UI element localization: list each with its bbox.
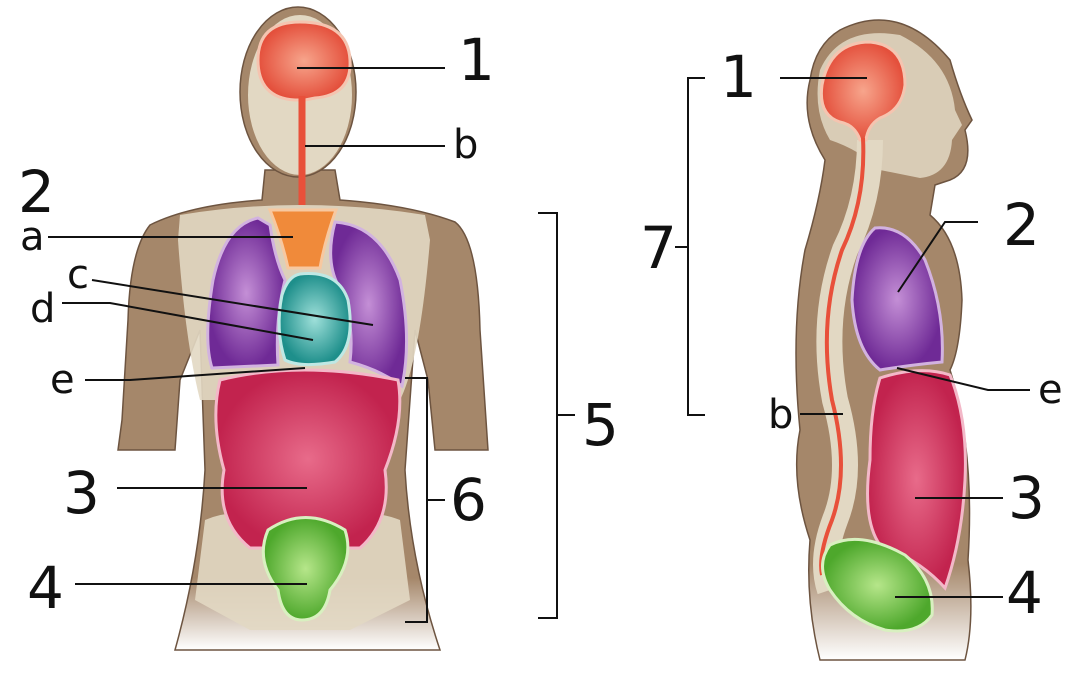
side-pelvic-cavity [821,537,934,633]
side-label-7: 7 [640,214,677,282]
side-figure [795,19,973,661]
side-label-4: 4 [1006,559,1043,627]
front-label-2: 2 [18,158,55,226]
front-label-1: 1 [458,26,495,94]
front-label-3: 3 [63,459,100,527]
front-label-e: e [50,357,75,403]
front-abdominal-cavity [214,368,402,550]
front-figure [117,6,489,651]
side-label-b: b [768,392,793,438]
front-label-5: 5 [582,391,619,459]
front-label-d: d [30,286,55,332]
side-abdominal-cavity [866,369,967,591]
side-brain [819,40,907,142]
side-label-e: e [1038,367,1063,413]
side-leader-lines [675,77,1030,598]
front-brain [256,20,352,102]
front-label-a: a [20,214,45,260]
front-label-6: 6 [450,466,487,534]
front-trachea-region [267,208,339,270]
side-spinal-cord [819,137,866,576]
front-label-4: 4 [27,554,64,622]
side-vertebral-column [813,139,883,595]
front-leader-lines [48,67,575,623]
front-label-b: b [453,122,478,168]
side-label-3: 3 [1008,464,1045,532]
front-heart [277,272,352,367]
side-label-1: 1 [720,43,757,111]
side-label-2: 2 [1003,191,1040,259]
front-label-c: c [67,252,89,298]
